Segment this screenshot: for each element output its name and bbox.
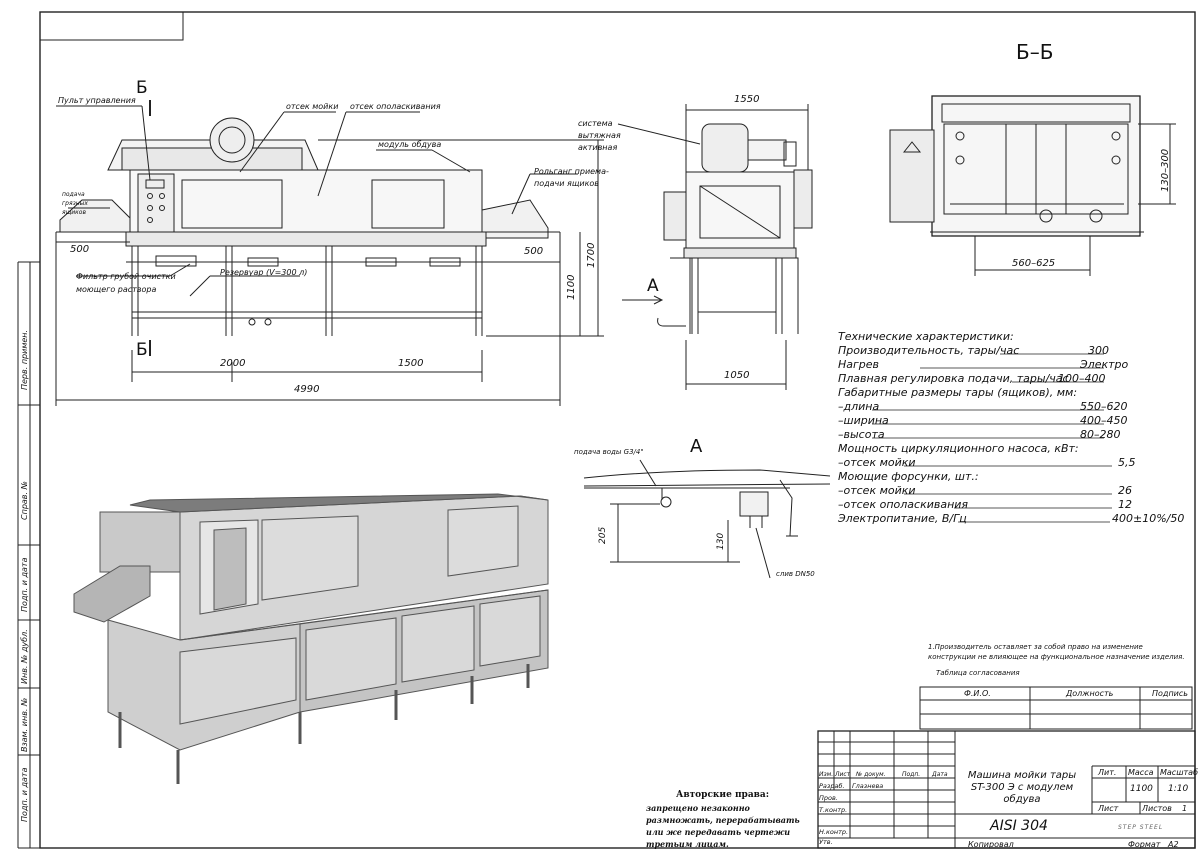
tb-mass: 1100 [1130, 784, 1153, 794]
tb-role-approve: Утв. [819, 838, 833, 846]
spec-label: Габаритные размеры тары (ящиков), мм: [838, 386, 1078, 399]
label-blowoff-module: модуль обдува [378, 140, 442, 149]
copyright-title: Авторские права: [676, 790, 770, 800]
tb-role-check: Пров. [819, 794, 838, 802]
section-mark-bottom: Б [136, 340, 148, 360]
dim-width-top: 1550 [734, 94, 760, 105]
spec-value: 5,5 [1118, 456, 1136, 469]
label-conveyor: Рольганг приема-подачи ящиков [534, 167, 609, 188]
strip-4: Инв. № дубл. [20, 629, 29, 684]
spec-label: –ширина [838, 414, 889, 427]
label-drain: слив DN50 [776, 570, 815, 578]
dim-seg2: 1500 [398, 358, 424, 369]
label-wash-compartment: отсек мойки [286, 102, 339, 111]
label-coarse-filter: Фильтр грубой очистки моющего раствора [76, 272, 176, 294]
dim-range-height: 130–300 [1160, 148, 1171, 192]
specs-title: Технические характеристики: [838, 330, 1014, 343]
tb-role-dev: Разраб. [819, 782, 845, 790]
spec-label: Мощность циркуляционного насоса, кВт: [838, 442, 1079, 455]
tb-lit-label: Лит. [1098, 768, 1117, 777]
approval-header-signature: Подпись [1152, 689, 1188, 698]
label-exhaust: система вытяжная активная [578, 119, 621, 152]
label-rinse-compartment: отсек ополаскивания [350, 102, 441, 111]
strip-5: Взам. инв. № [20, 697, 29, 752]
tb-material: AISI 304 [990, 818, 1048, 834]
spec-value: Электро [1080, 358, 1129, 371]
spec-value: 550–620 [1080, 400, 1128, 413]
dim-seg1: 2000 [220, 358, 246, 369]
approval-header-position: Должность [1066, 689, 1114, 698]
detail-title: А [690, 436, 703, 457]
tb-date: Дата [932, 771, 948, 778]
tb-copied: Копировал [968, 840, 1014, 849]
strip-3: Подп. и дата [20, 557, 29, 613]
tb-scale-label: Масштаб [1160, 768, 1199, 777]
tb-scale: 1:10 [1168, 784, 1189, 794]
tb-developer: Глазнева [852, 782, 884, 790]
spec-value: 100–400 [1058, 372, 1106, 385]
tb-role-tcontr: Т.контр. [819, 806, 848, 814]
tb-list: Лист [835, 771, 851, 778]
dim-left-out: 500 [70, 244, 90, 255]
tb-sheets: 1 [1182, 804, 1188, 813]
machine-render [73, 493, 549, 784]
copyright-text: запрещено незаконно размножать, перераба… [646, 803, 800, 849]
dim-right-out: 500 [524, 246, 544, 257]
spec-value: 80–280 [1080, 428, 1121, 441]
strip-2: Справ. № [20, 481, 29, 520]
spec-label: Нагрев [838, 358, 880, 371]
view-mark-a: А [647, 276, 659, 296]
label-control-panel: Пульт управления [58, 96, 136, 105]
spec-label: Моющие форсунки, шт.: [838, 470, 979, 483]
tb-logo: STEP STEEL [1118, 824, 1164, 831]
label-water-supply: подача воды G3/4" [574, 448, 644, 456]
dim-width-base: 1050 [724, 370, 750, 381]
section-title: Б–Б [1016, 40, 1054, 64]
dim-detail-h1: 205 [598, 526, 608, 544]
spec-label: Плавная регулировка подачи, тары/час [838, 372, 1069, 385]
spec-label: –высота [838, 428, 885, 441]
dim-total-length: 4990 [294, 384, 320, 395]
section-mark-top: Б [136, 78, 148, 98]
tb-format: А2 [1168, 840, 1179, 849]
front-view [55, 100, 604, 406]
tb-mass-label: Масса [1128, 768, 1154, 777]
dim-height-table: 1100 [566, 274, 577, 300]
approval-header-name: Ф.И.О. [964, 689, 991, 698]
tb-name: Машина мойки тары ST-300 Э с модулем обд… [967, 770, 1077, 805]
label-tank: Резервуар (V=300 л) [220, 268, 308, 277]
section-view [889, 95, 1176, 276]
tb-sheets-label: Листов [1142, 804, 1172, 813]
spec-value: 26 [1118, 484, 1132, 497]
approval-caption: Таблица согласования [936, 669, 1020, 677]
spec-value: 12 [1118, 498, 1132, 511]
strip-6: Подп. и дата [20, 767, 29, 823]
spec-label: Электропитание, В/Гц [838, 512, 967, 525]
dim-detail-h2: 130 [716, 532, 726, 550]
tb-role-ncontr: Н.контр. [819, 828, 849, 836]
strip-1: Перв. примен. [20, 329, 29, 390]
spec-label: –длина [838, 400, 880, 413]
note-1: 1.Производитель оставляет за собой право… [928, 643, 1185, 661]
tb-format-label: Формат [1128, 840, 1161, 849]
side-view [617, 104, 813, 390]
dim-height-total: 1700 [586, 242, 597, 268]
tb-sheet-label: Лист [1098, 804, 1119, 813]
spec-value: 300 [1088, 344, 1109, 357]
spec-label: –отсек мойки [838, 484, 916, 497]
dim-range-width: 560–625 [1012, 258, 1056, 269]
tb-doc: № докум. [856, 771, 886, 778]
spec-value: 400–450 [1080, 414, 1128, 427]
title-block-grid [817, 730, 1196, 849]
detail-view [583, 459, 831, 579]
spec-label: –отсек ополаскивания [838, 498, 969, 511]
spec-value: 400±10%/50 [1112, 512, 1185, 525]
label-box-feed: подача грязных ящиков [62, 191, 88, 216]
tb-sign: Подп. [902, 771, 921, 778]
spec-label: Производительность, тары/час [838, 344, 1020, 357]
approval-table-grid [919, 686, 1193, 730]
tb-izm: Изм. [819, 771, 834, 778]
spec-label: –отсек мойки [838, 456, 916, 469]
